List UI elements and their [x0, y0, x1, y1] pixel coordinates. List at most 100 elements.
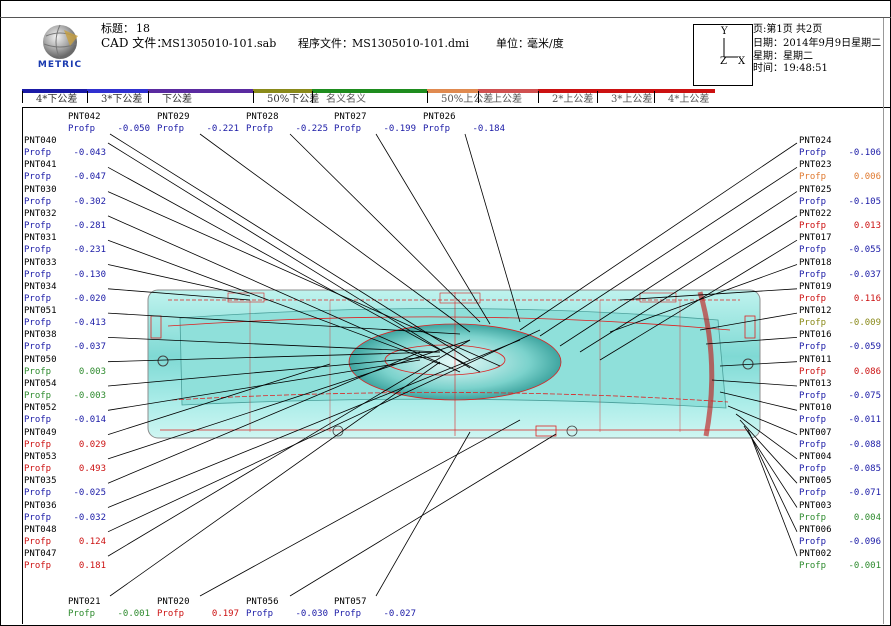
leader-pnt025 — [559, 191, 798, 347]
point-type: Profp — [799, 415, 827, 426]
unit-value: 毫米/度 — [527, 37, 564, 50]
point-type: Profp — [24, 488, 52, 499]
tolerance-color-2 — [148, 89, 253, 93]
point-type: Profp — [24, 148, 52, 158]
point-name: PNT016 — [799, 330, 832, 341]
tolerance-label-7: 2*上公差 — [552, 94, 594, 105]
point-deviation: Profp-0.105 — [799, 196, 881, 208]
point-value: -0.014 — [73, 415, 106, 426]
leader-pnt031 — [107, 239, 441, 365]
point-deviation: Profp -0.071 — [799, 487, 881, 499]
leader-pnt016 — [705, 337, 798, 345]
point-name: PNT050 — [24, 354, 57, 365]
point-name: PNT033 — [24, 257, 57, 268]
point-deviation: Profp-0.032 — [24, 512, 106, 524]
tolerance-separator — [312, 91, 313, 103]
point-name: PNT028 — [246, 112, 279, 122]
point-deviation: Profp-0.199 — [334, 123, 416, 135]
point-name: PNT026 — [423, 112, 456, 122]
point-name: PNT047 — [24, 549, 57, 560]
leader-pnt027 — [375, 133, 491, 325]
logo-text: METRIC — [37, 60, 83, 70]
point-type: Profp — [68, 124, 96, 134]
point-name: PNT006 — [799, 524, 832, 535]
point-value: -0.071 — [848, 488, 881, 499]
tolerance-color-7 — [538, 89, 597, 93]
point-deviation: Profp-0.055 — [799, 244, 881, 256]
point-name: PNT041 — [24, 160, 57, 171]
point-name: PNT038 — [24, 330, 57, 341]
point-deviation: Profp-0.302 — [24, 196, 106, 208]
point-type: Profp — [799, 391, 827, 401]
unit-label: 单位： — [496, 37, 529, 50]
tolerance-label-1: 3*下公差 — [101, 94, 143, 105]
tolerance-label-2: 下公差 — [162, 94, 192, 105]
tolerance-color-5 — [427, 89, 478, 93]
point-type: Profp — [246, 609, 274, 619]
point-value: -0.130 — [73, 269, 106, 280]
point-value: -0.085 — [848, 463, 881, 474]
left-border — [22, 107, 23, 624]
leader-pnt028 — [289, 133, 481, 323]
point-deviation: Profp-0.001 — [799, 560, 881, 572]
point-type: Profp — [799, 172, 827, 183]
tolerance-label-9: 4*上公差 — [668, 94, 710, 105]
point-value: -0.001 — [117, 609, 150, 619]
leader-pnt042 — [109, 133, 471, 361]
point-value: -0.106 — [848, 148, 881, 158]
point-name: PNT032 — [24, 208, 57, 219]
point-value: -0.075 — [848, 391, 881, 401]
leader-pnt048 — [107, 329, 541, 533]
tolerance-separator — [22, 91, 23, 103]
leader-pnt020 — [199, 419, 521, 597]
point-value: -0.225 — [295, 124, 328, 134]
title-label: 标题： — [101, 22, 134, 35]
cad-value: MS1305010-101.sab — [161, 37, 277, 50]
leader-pnt005 — [739, 419, 798, 484]
point-deviation: Profp-0.037 — [24, 341, 106, 353]
point-type: Profp — [799, 269, 827, 280]
point-name: PNT007 — [799, 427, 832, 438]
point-name: PNT040 — [24, 136, 57, 146]
point-name: PNT024 — [799, 136, 832, 146]
right-border — [883, 18, 884, 624]
point-value: -0.105 — [848, 196, 881, 207]
point-type: Profp — [423, 124, 451, 134]
leader-pnt035 — [107, 351, 421, 484]
leader-pnt041 — [107, 166, 481, 373]
leader-pnt022 — [579, 215, 798, 353]
point-type: Profp — [24, 245, 52, 256]
point-type: Profp — [799, 148, 827, 158]
point-deviation: Profp-0.085 — [799, 463, 881, 475]
point-value: -0.184 — [472, 124, 505, 134]
tolerance-color-6 — [478, 89, 538, 93]
point-type: Profp — [799, 488, 827, 499]
point-type: Profp — [24, 172, 52, 183]
point-name: PNT018 — [799, 257, 832, 268]
tolerance-label-0: 4*下公差 — [36, 94, 78, 105]
point-type: Profp — [799, 245, 827, 256]
leader-pnt038 — [107, 337, 441, 353]
point-value: -0.043 — [73, 148, 106, 158]
point-name: PNT042 — [68, 112, 101, 122]
